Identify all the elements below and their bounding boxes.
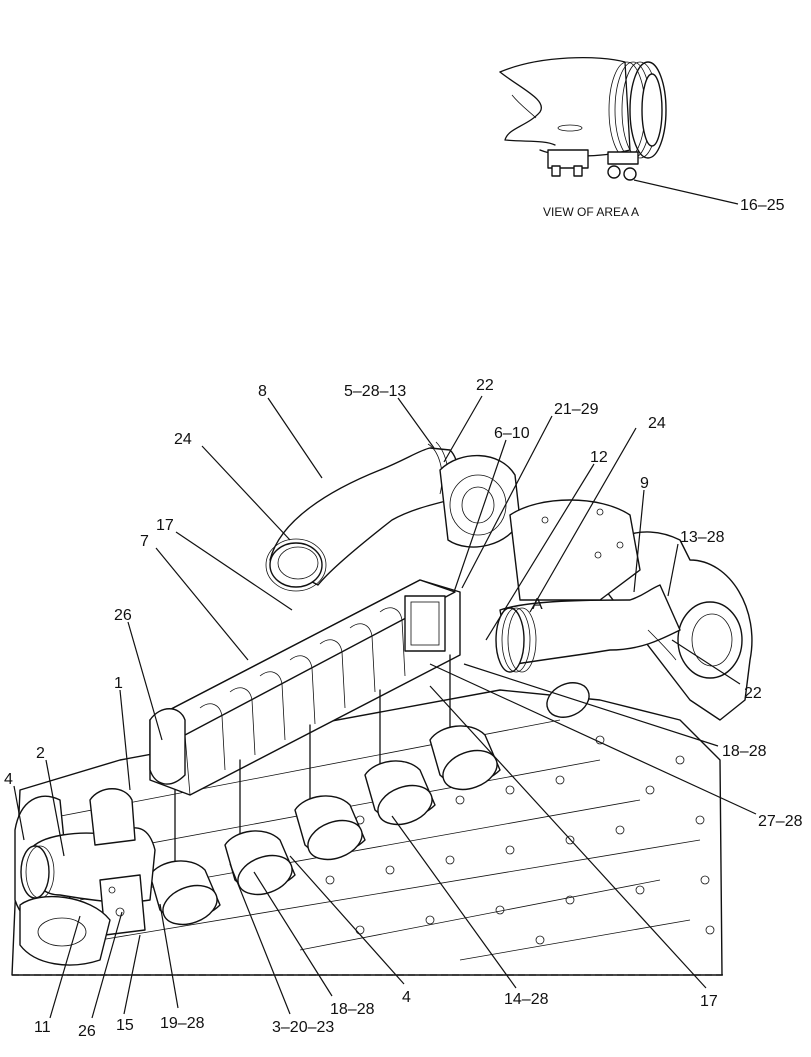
callout-6-10: 6–10 [494,425,530,442]
pipe-9: A [495,584,681,673]
callout-19-28: 19–28 [160,1015,205,1032]
callout-22-right: 22 [744,685,762,702]
left-lower-housing [19,895,111,966]
callout-15: 15 [116,1017,134,1034]
callout-24-right: 24 [648,415,666,432]
callout-17-top: 17 [156,517,174,534]
callout-11: 11 [34,1019,51,1036]
detail-view-caption: VIEW OF AREA A [543,205,639,219]
callout-3-20-23: 3–20–23 [272,1019,334,1036]
callout-27-28: 27–28 [758,813,803,830]
aftercooler-7 [149,579,461,796]
callout-13-28: 13–28 [680,529,725,546]
elbow-pipe-2 [20,788,156,936]
pipe-8 [265,441,459,592]
detail-view-area-a: VIEW OF AREA A 16–25 [499,56,785,219]
callout-17-bottom: 17 [700,993,718,1010]
callout-26-top: 26 [114,607,132,624]
callout-1: 1 [114,675,123,692]
callout-9: 9 [640,475,649,492]
callout-22-top: 22 [476,377,494,394]
support-rods [174,654,451,881]
callout-21-29: 21–29 [554,401,599,418]
area-marker-a: A [532,596,543,613]
callout-24-left: 24 [174,431,192,448]
callout-16-25: 16–25 [740,197,785,214]
callout-26-bottom: 26 [78,1023,96,1040]
callout-5-28-13: 5–28–13 [344,383,406,400]
callout-18-28-bottom: 18–28 [330,1001,375,1018]
callout-18-28-right: 18–28 [722,743,767,760]
callout-14-28: 14–28 [504,991,549,1008]
callout-7: 7 [140,533,149,550]
callout-4-bottom: 4 [402,989,411,1006]
callout-labels: 8 5–28–13 22 21–29 6–10 24 24 12 9 13–28… [4,377,803,1040]
callout-4-left: 4 [4,771,13,788]
callout-8: 8 [258,383,267,400]
callout-2: 2 [36,745,45,762]
callout-12: 12 [590,449,608,466]
leader-lines [13,395,757,1019]
cooler-ribs [199,607,406,771]
elbow-housing [509,499,641,601]
